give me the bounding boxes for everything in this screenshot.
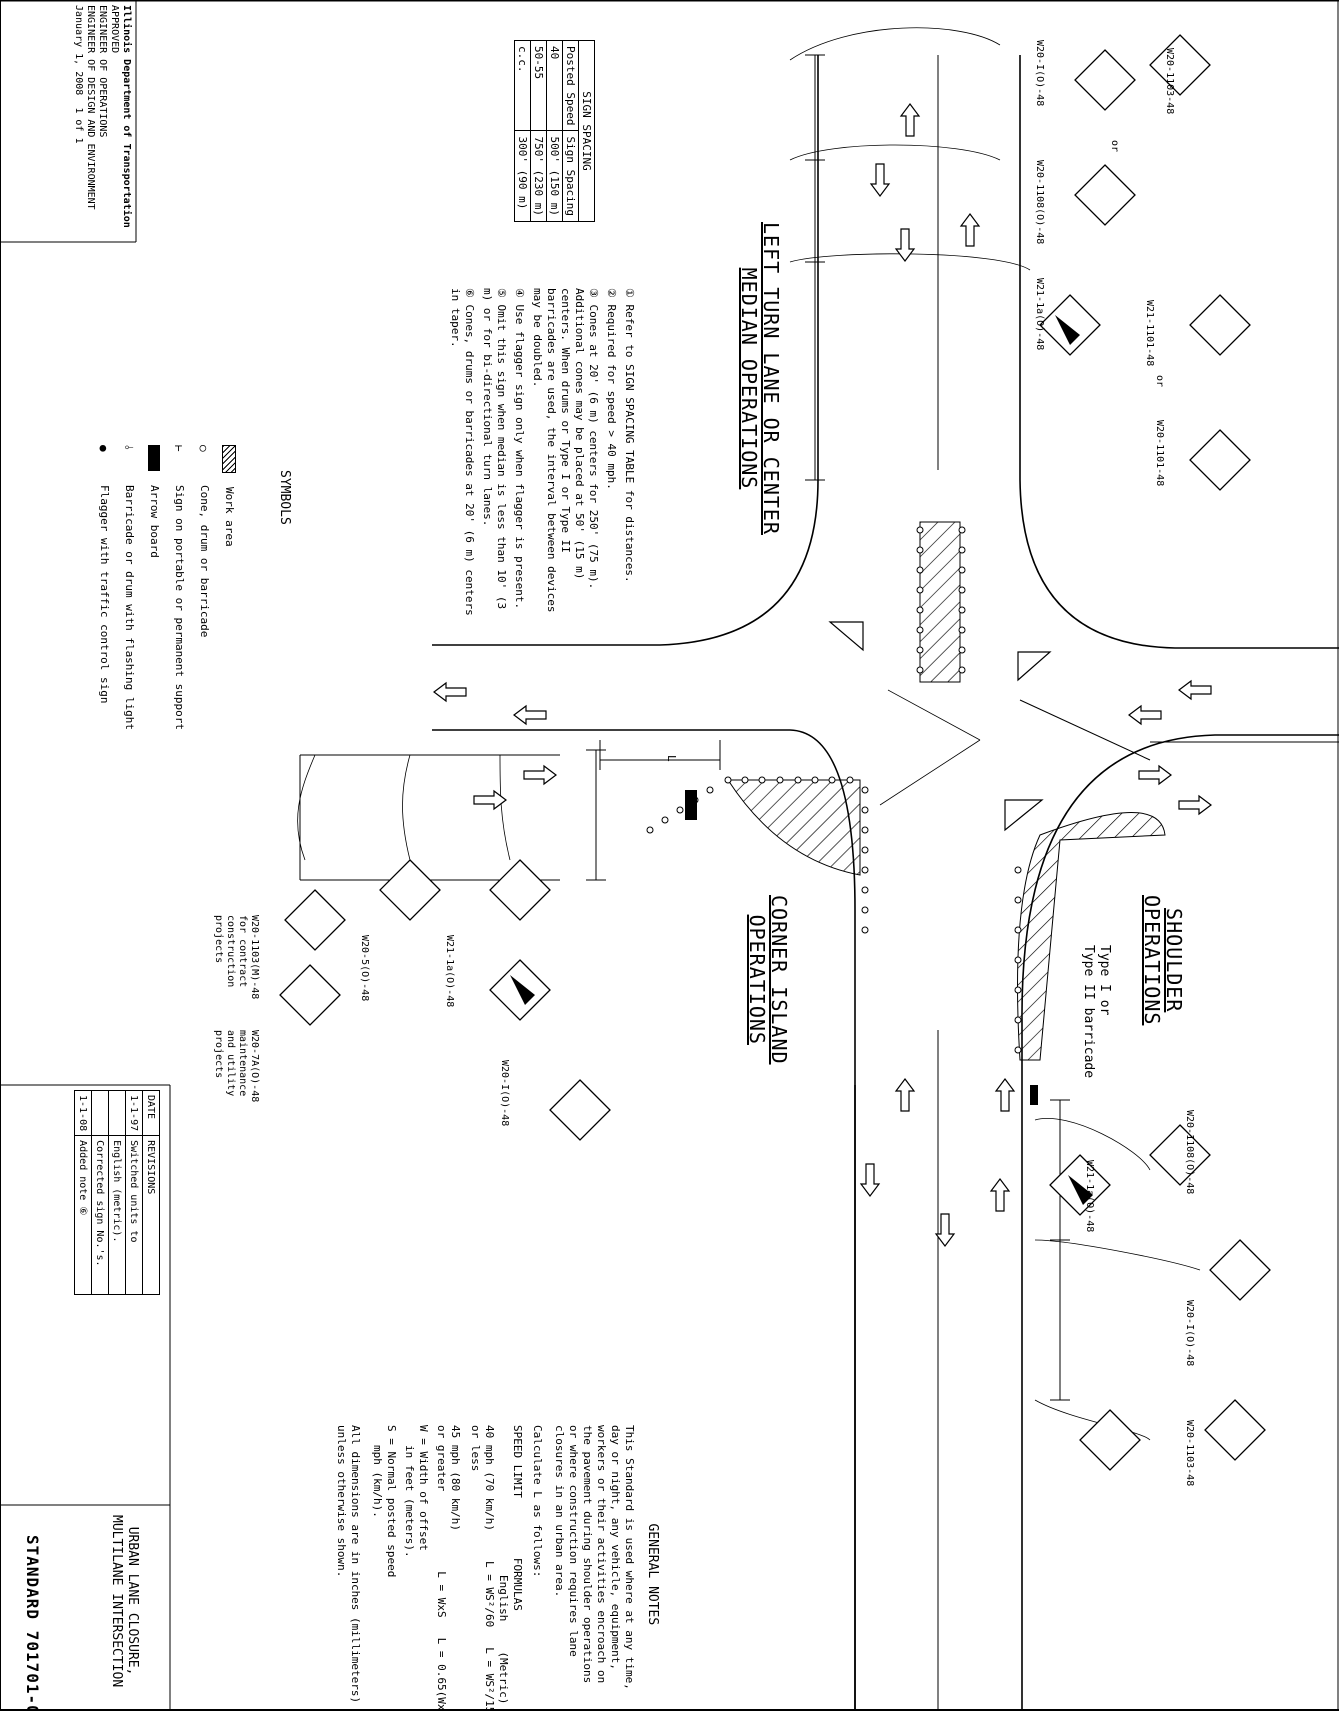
cone-row bbox=[646, 526, 1022, 1054]
or-label: or bbox=[1109, 140, 1120, 153]
dimension-L: L bbox=[665, 755, 678, 762]
approval-block: Illinois Department of Transportation AP… bbox=[73, 5, 132, 228]
list-item: ⑤ Omit this sign when median is less tha… bbox=[481, 288, 508, 610]
symbols-title: SYMBOLS bbox=[277, 470, 292, 525]
arrow-board-icon bbox=[148, 445, 160, 471]
sign-code-label: W20-1108(O)-48 bbox=[1184, 1110, 1195, 1195]
sign-code-label: W20-7A(O)-48 bbox=[249, 1030, 260, 1103]
corner-island-work-area bbox=[727, 779, 861, 876]
general-notes-title: GENERAL NOTES bbox=[645, 1523, 660, 1626]
list-item: ●Flagger with traffic control sign bbox=[97, 445, 111, 704]
sign-code-label: W20-1103-48 bbox=[1184, 1420, 1195, 1487]
hatch-icon bbox=[222, 445, 236, 473]
title-block: URBAN LANE CLOSURE, MULTILANE INTERSECTI… bbox=[108, 1515, 140, 1687]
cone-icon: ○ bbox=[197, 445, 210, 452]
list-item: ④ Use flagger sign only when flagger is … bbox=[513, 288, 526, 610]
arrow-board-icon bbox=[1030, 1085, 1038, 1105]
sign-code-label: W20-5(O)-48 bbox=[359, 935, 370, 1002]
table-header: REVISIONS bbox=[142, 1135, 160, 1295]
numbered-notes: ① Refer to SIGN SPACING TABLE for distan… bbox=[444, 288, 636, 618]
list-item: ⊢Sign on portable or permanent support bbox=[172, 445, 186, 731]
median-work-area bbox=[919, 521, 961, 683]
flagger-icon: ● bbox=[97, 445, 110, 452]
list-item: ⫰Barricade or drum with flashing light bbox=[122, 445, 136, 731]
worker-symbol-icon bbox=[510, 315, 1093, 1205]
sign-code-label: W20-1108(O)-48 bbox=[1034, 160, 1045, 245]
sheet-title-line-1: URBAN LANE CLOSURE, bbox=[125, 1526, 140, 1676]
list-item: Arrow board bbox=[147, 445, 161, 730]
table-header: DATE bbox=[142, 1090, 160, 1136]
sign-code-label: W21-1a(O)-48 bbox=[1084, 1160, 1095, 1233]
sign-code-label: W20-1101-48 bbox=[1154, 420, 1165, 487]
sign-code-label: W20-I(O)-48 bbox=[1034, 40, 1045, 107]
sign-code-label: W20-1103(M)-48 bbox=[249, 915, 260, 1000]
list-item: ⑥ Cones, drums or barricades at 20' (6 m… bbox=[449, 288, 476, 616]
standard-number: STANDARD 701701-08 bbox=[23, 1535, 42, 1711]
list-item: ③ Cones at 20' (6 m) centers for 250' (7… bbox=[531, 288, 600, 613]
table-row: English (metric). bbox=[108, 1090, 126, 1295]
sign-code-label: W20-I(O)-48 bbox=[1184, 1300, 1195, 1367]
arrow-board-icon bbox=[685, 790, 697, 820]
diamond-sign bbox=[279, 34, 1271, 1471]
general-notes: GENERAL NOTES This Standard is used wher… bbox=[334, 1425, 660, 1711]
corner-island-triangles bbox=[828, 621, 1052, 832]
or-label: or bbox=[1154, 375, 1165, 388]
list-item: ○Cone, drum or barricade bbox=[197, 445, 211, 638]
sign-post-icon: ⊢ bbox=[172, 445, 185, 452]
sign-leaders bbox=[297, 27, 1201, 1441]
symbols-legend: Work area ○Cone, drum or barricade ⊢Sign… bbox=[86, 445, 236, 730]
table-header: Sign Spacing bbox=[562, 130, 579, 222]
list-item: ② Required for speed > 40 mph. bbox=[605, 288, 618, 490]
list-item: ① Refer to SIGN SPACING TABLE for distan… bbox=[623, 288, 636, 583]
table-title: SIGN SPACING bbox=[578, 40, 595, 222]
table-header: Posted Speed bbox=[562, 40, 579, 131]
sign-code-label: W21-1a(O)-48 bbox=[1034, 278, 1045, 351]
barricade-light-icon: ⫰ bbox=[122, 445, 135, 450]
table-row: c.c.300' (90 m) bbox=[514, 40, 531, 222]
sign-code-label: W20-1103-48 bbox=[1164, 48, 1175, 115]
lane-lines bbox=[937, 55, 1339, 1710]
list-item: Work area bbox=[222, 445, 236, 730]
table-row: Corrected sign No.'s. bbox=[91, 1090, 109, 1295]
sign-code-label: W21-1101-48 bbox=[1144, 300, 1155, 367]
sign-code-label: W21-1a(O)-48 bbox=[444, 935, 455, 1008]
sheet-title-line-2: MULTILANE INTERSECTION bbox=[109, 1515, 124, 1688]
shoulder-work-area bbox=[1017, 812, 1166, 1061]
sign-code-label: W20-I(O)-48 bbox=[499, 1060, 510, 1127]
